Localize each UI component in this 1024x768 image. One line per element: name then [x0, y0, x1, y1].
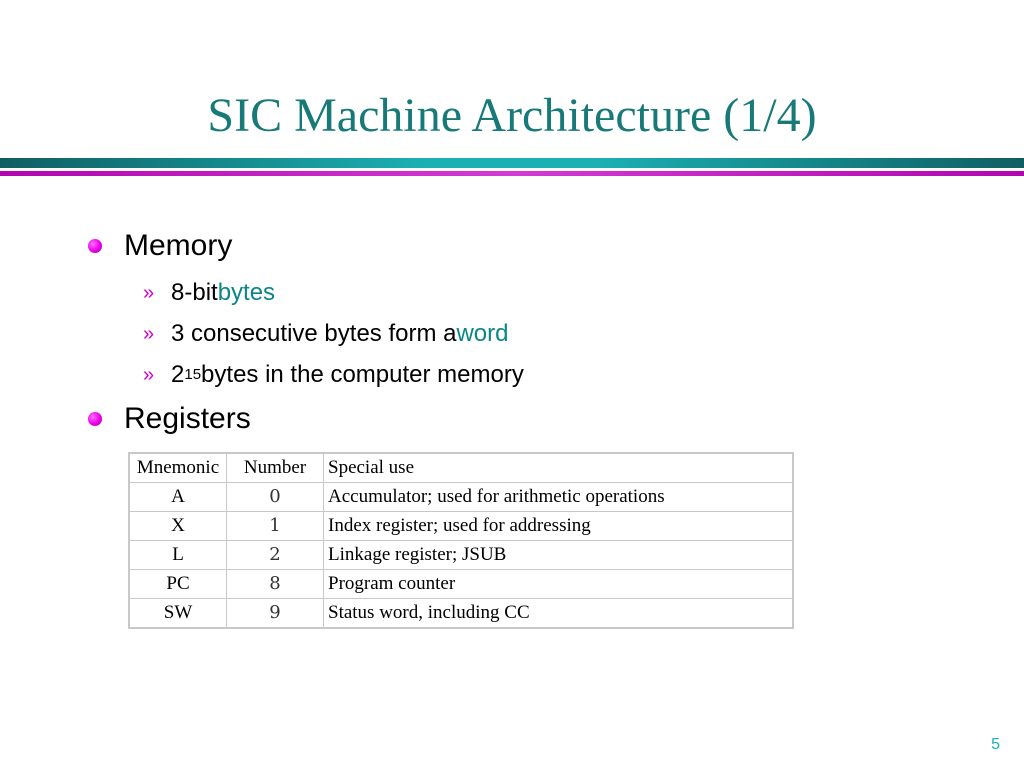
slide-title: SIC Machine Architecture (1/4) — [207, 89, 817, 142]
cell-mnemonic: L — [128, 540, 227, 570]
cell-mnemonic: A — [128, 482, 227, 512]
sub-bullet-text: 3 consecutive bytes form a — [171, 320, 457, 347]
header-special-use: Special use — [323, 452, 794, 483]
table-row: PC 8 Program counter — [128, 569, 794, 599]
cell-number: 0 — [226, 482, 324, 512]
highlight-bytes: bytes — [217, 279, 276, 306]
table-row: X 1 Index register; used for addressing — [128, 511, 794, 541]
table-header-row: Mnemonic Number Special use — [128, 452, 794, 483]
bullet-memory: Memory — [88, 229, 232, 263]
cell-special-use: Linkage register; JSUB — [323, 540, 794, 570]
bullet-memory-label: Memory — [124, 229, 233, 262]
sub-bullet-8bit: » 8-bit bytes — [143, 279, 275, 307]
cell-special-use: Accumulator; used for arithmetic operati… — [323, 482, 794, 512]
chevron-marker-icon: » — [143, 322, 155, 345]
table-row: A 0 Accumulator; used for arithmetic ope… — [128, 482, 794, 512]
sub-bullet-text: 8-bit — [171, 279, 218, 306]
header-mnemonic: Mnemonic — [128, 452, 227, 483]
cell-number: 2 — [226, 540, 324, 570]
title-underline-magenta — [0, 171, 1024, 176]
power-base: 2 — [171, 361, 185, 388]
table-row: SW 9 Status word, including CC — [128, 598, 794, 629]
cell-number: 8 — [226, 569, 324, 599]
highlight-word: word — [456, 320, 509, 347]
cell-mnemonic: X — [128, 511, 227, 541]
title-underline-teal — [0, 158, 1024, 168]
cell-special-use: Program counter — [323, 569, 794, 599]
chevron-marker-icon: » — [143, 281, 155, 304]
chevron-marker-icon: » — [143, 363, 155, 386]
bullet-dot-icon — [88, 412, 102, 426]
bullet-dot-icon — [88, 239, 102, 253]
register-table: Mnemonic Number Special use A 0 Accumula… — [128, 452, 794, 629]
table-row: L 2 Linkage register; JSUB — [128, 540, 794, 570]
cell-mnemonic: PC — [128, 569, 227, 599]
page-number: 5 — [991, 736, 1000, 753]
bullet-registers-label: Registers — [124, 402, 251, 435]
cell-special-use: Index register; used for addressing — [323, 511, 794, 541]
sub-bullet-text: bytes in the computer memory — [201, 361, 524, 388]
cell-special-use: Status word, including CC — [323, 598, 794, 629]
cell-number: 9 — [226, 598, 324, 629]
bullet-registers: Registers — [88, 402, 251, 436]
sub-bullet-word: » 3 consecutive bytes form a word — [143, 320, 509, 348]
cell-number: 1 — [226, 511, 324, 541]
cell-mnemonic: SW — [128, 598, 227, 629]
header-number: Number — [226, 452, 324, 483]
